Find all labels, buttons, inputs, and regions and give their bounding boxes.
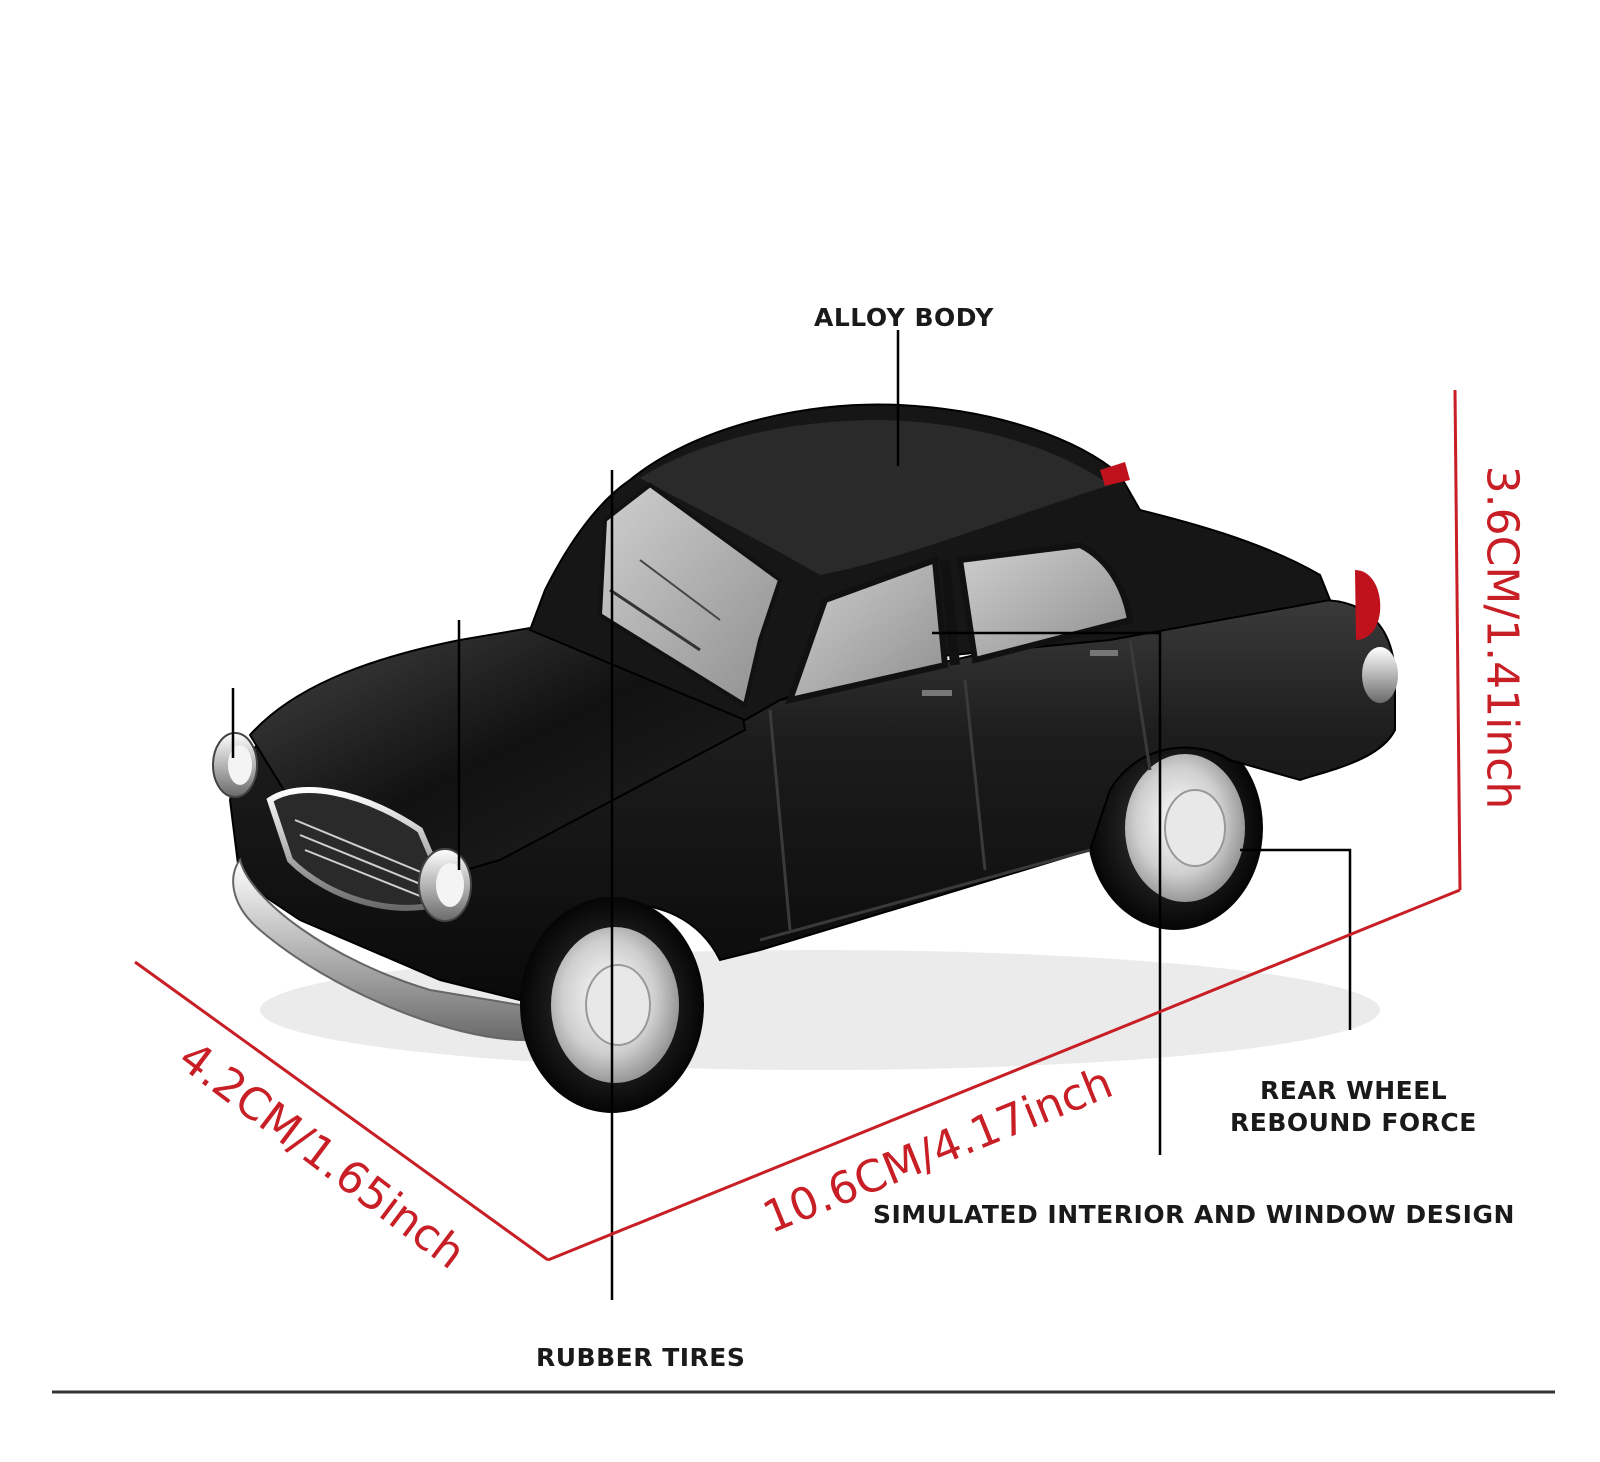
tail-light bbox=[1355, 570, 1381, 640]
rear-wheel bbox=[1087, 726, 1263, 930]
label-rear-wheel-line1: REAR WHEEL bbox=[1260, 1076, 1448, 1105]
car-roof-highlight bbox=[640, 420, 1110, 575]
door-lines bbox=[759, 639, 1152, 942]
door-handle bbox=[922, 690, 952, 696]
headlight-left bbox=[212, 732, 258, 798]
label-rear-wheel: REAR WHEEL REBOUND FORCE bbox=[1230, 1075, 1490, 1139]
headlight-right bbox=[418, 848, 472, 922]
label-rubber-tires: RUBBER TIRES bbox=[536, 1343, 746, 1372]
rear-bumper bbox=[1362, 647, 1398, 703]
door-handle-rear bbox=[1090, 650, 1118, 656]
windshield bbox=[597, 482, 783, 709]
label-rear-wheel-line2: REBOUND FORCE bbox=[1230, 1108, 1477, 1137]
callout-lines bbox=[231, 330, 1352, 1300]
front-side-window bbox=[785, 555, 949, 705]
dimension-lines bbox=[134, 389, 1462, 1262]
label-alloy-body: ALLOY BODY bbox=[814, 303, 994, 332]
rear-marker-light bbox=[1100, 462, 1130, 486]
rear-side-window bbox=[956, 541, 1134, 664]
front-bumper bbox=[232, 857, 535, 1042]
label-interior: SIMULATED INTERIOR AND WINDOW DESIGN bbox=[873, 1200, 1515, 1229]
dimension-height: 3.6CM/1.41inch bbox=[1476, 465, 1528, 810]
grille-bars bbox=[294, 819, 441, 905]
